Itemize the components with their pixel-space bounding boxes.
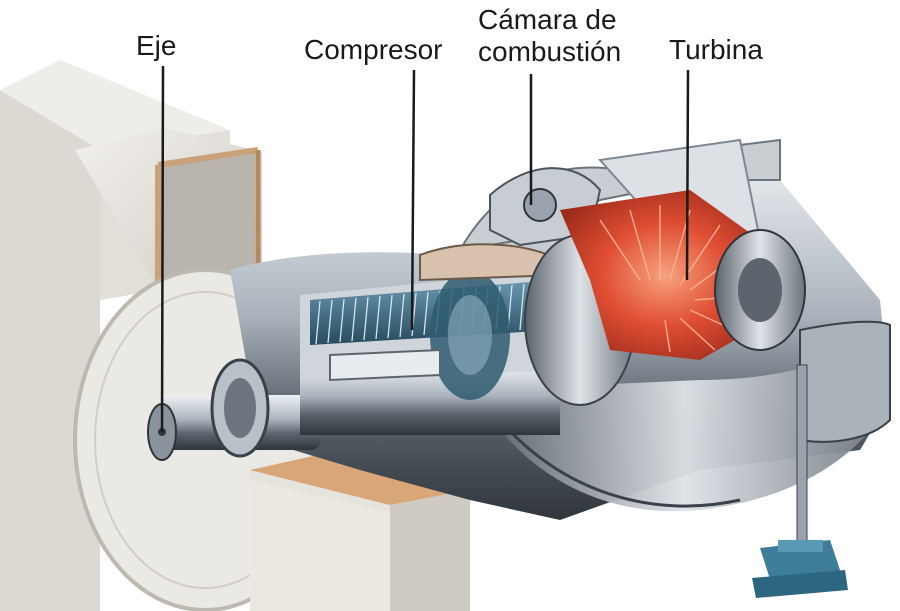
support-leg xyxy=(752,364,848,598)
leader-lines xyxy=(160,65,690,433)
front-support-box xyxy=(250,450,470,611)
label-camara-line2: combustión xyxy=(478,36,622,67)
label-camara-de-combustion: Cámara de combustión xyxy=(478,4,621,68)
exhaust-cone xyxy=(799,320,891,443)
compressor-section xyxy=(300,270,570,400)
leader-line-compresor xyxy=(410,69,416,331)
label-turbina: Turbina xyxy=(669,34,763,65)
leader-line-eje xyxy=(160,65,165,433)
label-eje: Eje xyxy=(136,30,177,61)
lower-casing-bowl xyxy=(480,330,890,512)
turbine-section xyxy=(560,190,806,360)
leader-line-turbina xyxy=(685,69,690,281)
label-compresor: Compresor xyxy=(304,34,443,65)
inlet-duct xyxy=(75,128,262,300)
label-camara-line1: Cámara de xyxy=(478,4,617,35)
